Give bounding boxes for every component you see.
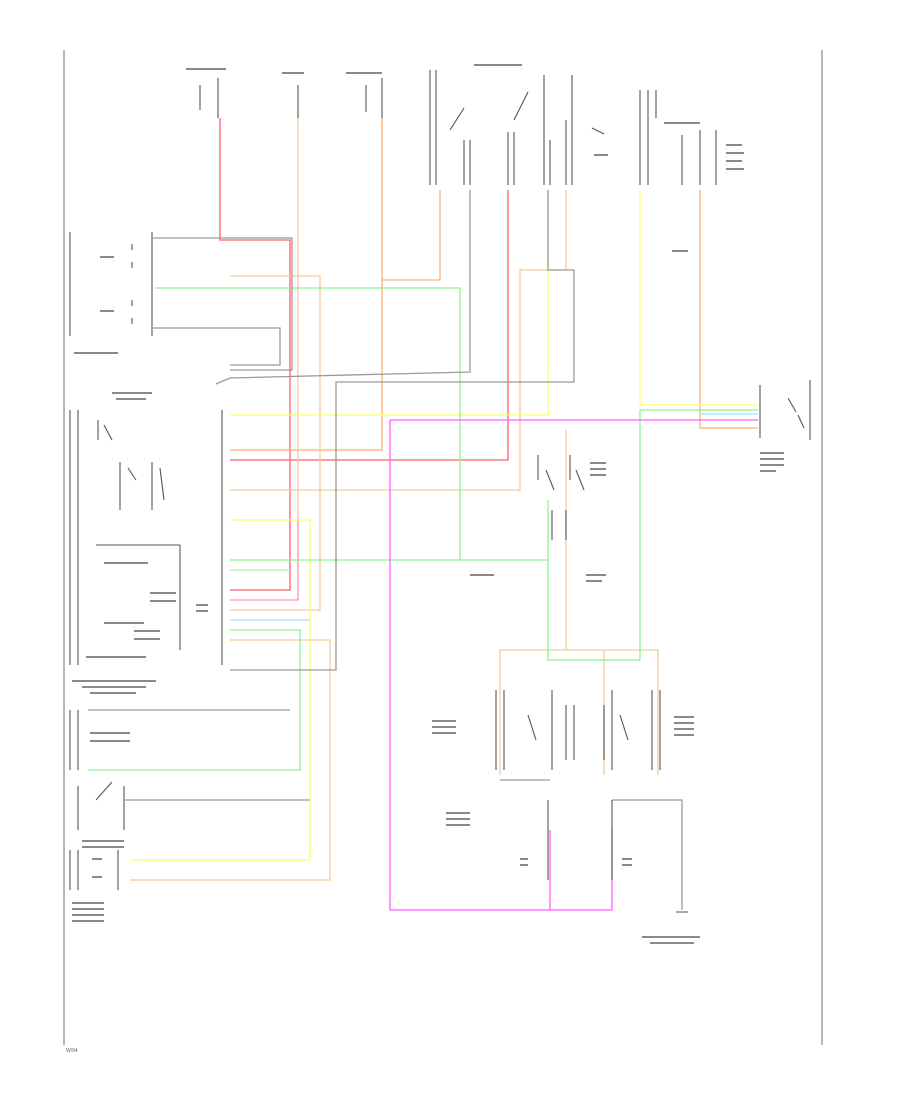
bottom-labels: [432, 250, 700, 944]
wire-red: [219, 118, 509, 591]
wire-orange: [230, 118, 758, 451]
wire-gray: [88, 190, 683, 910]
center-relays: [537, 455, 585, 540]
wire-yellow: [130, 190, 758, 861]
page-frame: [63, 50, 823, 1045]
top-labels: [186, 64, 744, 170]
wires: [88, 118, 758, 911]
left-components: [69, 232, 223, 890]
left-labels: [72, 256, 208, 922]
wire-tan: [130, 118, 659, 881]
wire-cyan: [230, 413, 758, 621]
wire-green: [88, 287, 758, 771]
page-label: W/94: [66, 1048, 78, 1054]
bottom-module: [495, 690, 661, 880]
wire-magenta: [389, 419, 758, 911]
right-relay: [759, 380, 811, 440]
top-switches: [199, 70, 717, 185]
wire-pink: [230, 520, 299, 601]
right-labels: [760, 452, 784, 472]
